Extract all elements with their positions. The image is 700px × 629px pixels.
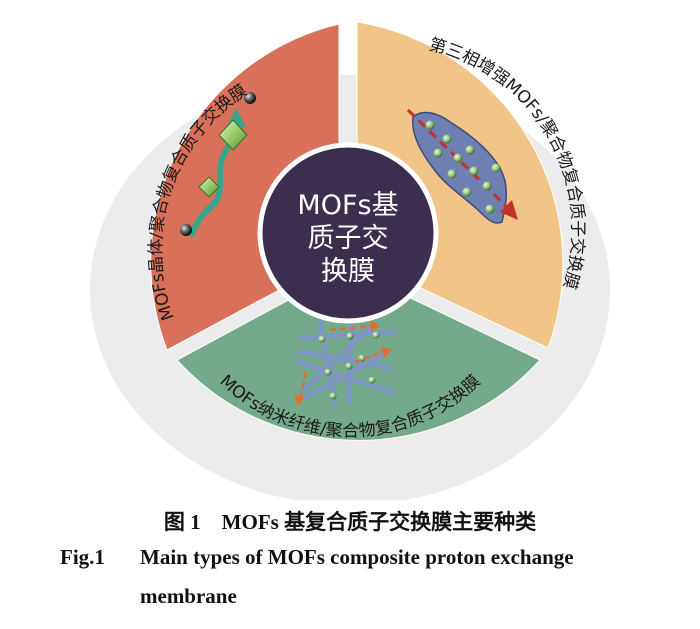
center-title-line3: 换膜	[321, 256, 375, 287]
flow-arrowhead	[381, 346, 392, 358]
caption-english-text: Main types of MOFs composite proton exch…	[140, 545, 574, 569]
caption-english-line2: membrane	[140, 584, 237, 608]
nanofiber	[297, 349, 393, 371]
crystal-illustration	[180, 92, 256, 237]
bead	[425, 120, 435, 130]
bead	[462, 187, 472, 197]
proton-bead	[244, 92, 256, 104]
caption-chinese: 图 1 MOFs 基复合质子交换膜主要种类	[163, 510, 537, 534]
third-phase-sheet	[412, 111, 507, 224]
bead	[469, 166, 479, 176]
bead	[368, 376, 376, 384]
crystal-large	[218, 119, 248, 151]
bead	[491, 163, 501, 173]
flow-arrowhead	[294, 395, 305, 406]
bead	[447, 169, 457, 179]
caption-figure-label: Fig.1	[60, 545, 105, 569]
proton-flow-arrows	[298, 324, 385, 399]
center-title-line1: MOFs基	[297, 190, 398, 221]
bead	[372, 331, 380, 339]
bead	[482, 181, 492, 191]
flow-arrowhead	[370, 320, 380, 332]
bead	[433, 148, 443, 158]
direction-arrowhead	[500, 200, 518, 220]
center-disk	[257, 142, 439, 324]
bead	[485, 204, 495, 214]
bead	[453, 153, 463, 163]
proton-bead	[180, 224, 192, 236]
nanofiber	[302, 349, 391, 401]
bead	[346, 332, 354, 340]
caption-english-line1: Fig.1 Main types of MOFs composite proton…	[60, 545, 700, 570]
mofs-membrane-diagram: MOFs基 质子交 换膜 MOFs晶体/聚合物复合质子交换膜 第三相增强MOFs…	[90, 21, 610, 500]
bead	[442, 134, 452, 144]
segment-bottom	[176, 267, 541, 441]
flow-arrow	[354, 350, 385, 364]
flow-arrow	[329, 324, 373, 332]
crystal-small	[198, 176, 220, 198]
bead	[465, 145, 475, 155]
center-title-line2: 质子交	[308, 223, 389, 254]
bead	[345, 362, 353, 370]
bead	[329, 392, 337, 400]
third-phase-illustration	[406, 108, 518, 224]
bead	[324, 368, 332, 376]
flow-arrow	[298, 371, 308, 399]
bead	[318, 335, 326, 343]
direction-arrow	[406, 108, 510, 210]
